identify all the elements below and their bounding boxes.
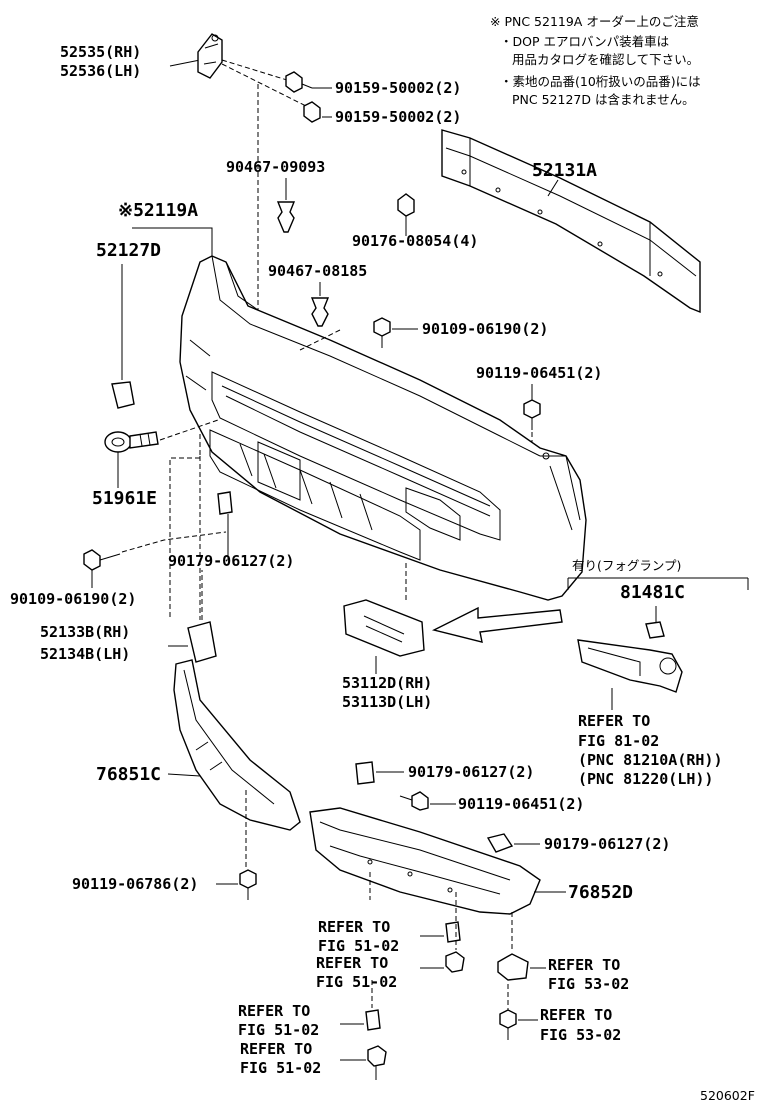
- ref-b-1[interactable]: REFER TO: [316, 954, 388, 972]
- label-90119-b[interactable]: 90119-06451(2): [458, 795, 584, 813]
- label-52134B[interactable]: 52134B(LH): [40, 645, 130, 663]
- label-90179-c[interactable]: 90179-06127(2): [544, 835, 670, 853]
- ref-d-2[interactable]: FIG 51-02: [238, 1021, 319, 1039]
- note-header: ※ PNC 52119A オーダー上のご注意: [490, 14, 699, 29]
- clip-90179-c: 90179-06127(2): [486, 833, 670, 853]
- label-76851C[interactable]: 76851C: [96, 764, 161, 785]
- refer-group-c: REFER TO FIG 53-02: [497, 912, 629, 993]
- fog-cover-53112D: 53112D(RH) 53113D(LH): [342, 560, 432, 711]
- note-line-1: ・DOP エアロバンパ装着車は: [500, 34, 669, 49]
- refer-group-e: REFER TO FIG 53-02: [499, 984, 621, 1044]
- ref-a-2[interactable]: FIG 51-02: [318, 937, 399, 955]
- upper-grille-opening: [211, 371, 501, 541]
- fog-lamp-shape: [577, 639, 683, 693]
- figure-code: 520602F: [700, 1088, 755, 1103]
- label-90467-09093[interactable]: 90467-09093: [226, 158, 325, 176]
- bracket-shape: [197, 33, 223, 79]
- label-90119-c[interactable]: 90119-06786(2): [72, 875, 198, 893]
- license-plate-area: [257, 441, 301, 501]
- label-81481C[interactable]: 81481C: [620, 582, 685, 603]
- label-90159-a[interactable]: 90159-50002(2): [335, 79, 461, 97]
- clip-90467-09093: 90467-09093: [226, 158, 325, 233]
- label-51961E[interactable]: 51961E: [92, 488, 157, 509]
- label-53113D[interactable]: 53113D(LH): [342, 693, 432, 711]
- ref-e-1[interactable]: REFER TO: [540, 1006, 612, 1024]
- bolt-90119-b: 90119-06451(2): [399, 791, 584, 813]
- refer-group-b: REFER TO FIG 51-02: [316, 892, 465, 991]
- lower-grille-opening: [209, 429, 421, 561]
- bumper-cover: [179, 255, 587, 601]
- refer-group-d: REFER TO FIG 51-02: [238, 980, 381, 1039]
- ref-b-2[interactable]: FIG 51-02: [316, 973, 397, 991]
- cap-52127D: [111, 381, 135, 409]
- label-90179-a[interactable]: 90179-06127(2): [168, 552, 294, 570]
- label-52127D[interactable]: 52127D: [96, 240, 161, 261]
- ref-c-1[interactable]: REFER TO: [548, 956, 620, 974]
- label-90109-b[interactable]: 90109-06190(2): [10, 590, 136, 608]
- ref-fig81-2[interactable]: FIG 81-02: [578, 732, 659, 750]
- clip-90179-a: 90179-06127(2): [168, 491, 294, 570]
- bumper-cover-labels: ※52119A 52127D: [96, 200, 213, 409]
- label-52536[interactable]: 52536(LH): [60, 62, 141, 80]
- ref-f-1[interactable]: REFER TO: [240, 1040, 312, 1058]
- label-52133B[interactable]: 52133B(RH): [40, 623, 130, 641]
- bracket-52535: 52535(RH) 52536(LH): [60, 33, 319, 318]
- bolt-90119-a: 90119-06451(2): [476, 364, 602, 452]
- label-90159-b[interactable]: 90159-50002(2): [335, 108, 461, 126]
- label-90179-b[interactable]: 90179-06127(2): [408, 763, 534, 781]
- bolt-90159-a: 90159-50002(2): [285, 71, 461, 97]
- fog-arrow: [431, 606, 563, 643]
- label-90109-a[interactable]: 90109-06190(2): [422, 320, 548, 338]
- ref-a-1[interactable]: REFER TO: [318, 918, 390, 936]
- label-76852D[interactable]: 76852D: [568, 882, 633, 903]
- label-90119-a[interactable]: 90119-06451(2): [476, 364, 602, 382]
- reinforcement-shape: [441, 129, 701, 314]
- fog-lamp-section: 有り(フォグランプ) 81481C REFER TO FIG 81-02 (PN…: [567, 558, 749, 788]
- reinforcement-52131A: 52131A: [441, 129, 701, 314]
- cover-52133B: 52133B(RH) 52134B(LH): [40, 570, 217, 663]
- note-line-2: 用品カタログを確認して下さい。: [512, 52, 699, 67]
- bolt-90159-b: 90159-50002(2): [303, 101, 461, 126]
- fog-lamp-opening: [405, 487, 461, 541]
- note-line-3: ・素地の品番(10桁扱いの品番)には: [500, 74, 701, 89]
- bolt-90119-c: 90119-06786(2): [72, 790, 257, 900]
- ref-fig81-1[interactable]: REFER TO: [578, 712, 650, 730]
- label-52535[interactable]: 52535(RH): [60, 43, 141, 61]
- bolt-90109-b: 90109-06190(2): [10, 531, 227, 608]
- ref-fig81-3: (PNC 81210A(RH)): [578, 751, 723, 769]
- spoiler-76852D: 76852D: [309, 807, 633, 915]
- clip-90467-08185: 90467-08185: [268, 262, 367, 327]
- label-53112D[interactable]: 53112D(RH): [342, 674, 432, 692]
- label-52119A[interactable]: ※52119A: [118, 200, 198, 221]
- refer-group-a: REFER TO FIG 51-02: [318, 872, 461, 955]
- label-90467-08185[interactable]: 90467-08185: [268, 262, 367, 280]
- ref-e-2[interactable]: FIG 53-02: [540, 1026, 621, 1044]
- ref-fig81-4: (PNC 81220(LH)): [578, 770, 713, 788]
- clip-90179-b: 90179-06127(2): [355, 761, 534, 785]
- nut-90176: 90176-08054(4): [352, 193, 478, 250]
- bolt-90109-a: 90109-06190(2): [373, 317, 548, 348]
- refer-group-f: REFER TO FIG 51-02: [240, 1040, 387, 1080]
- spoiler-76851C: 76851C: [96, 659, 301, 831]
- ref-f-2[interactable]: FIG 51-02: [240, 1059, 321, 1077]
- tow-hook-51961E: 51961E: [92, 419, 219, 509]
- label-52131A[interactable]: 52131A: [532, 160, 597, 181]
- label-90176[interactable]: 90176-08054(4): [352, 232, 478, 250]
- order-note: ※ PNC 52119A オーダー上のご注意 ・DOP エアロバンパ装着車は 用…: [490, 14, 701, 107]
- fog-header: 有り(フォグランプ): [572, 558, 681, 573]
- note-line-4: PNC 52127D は含まれません。: [512, 92, 695, 107]
- ref-c-2[interactable]: FIG 53-02: [548, 975, 629, 993]
- ref-d-1[interactable]: REFER TO: [238, 1002, 310, 1020]
